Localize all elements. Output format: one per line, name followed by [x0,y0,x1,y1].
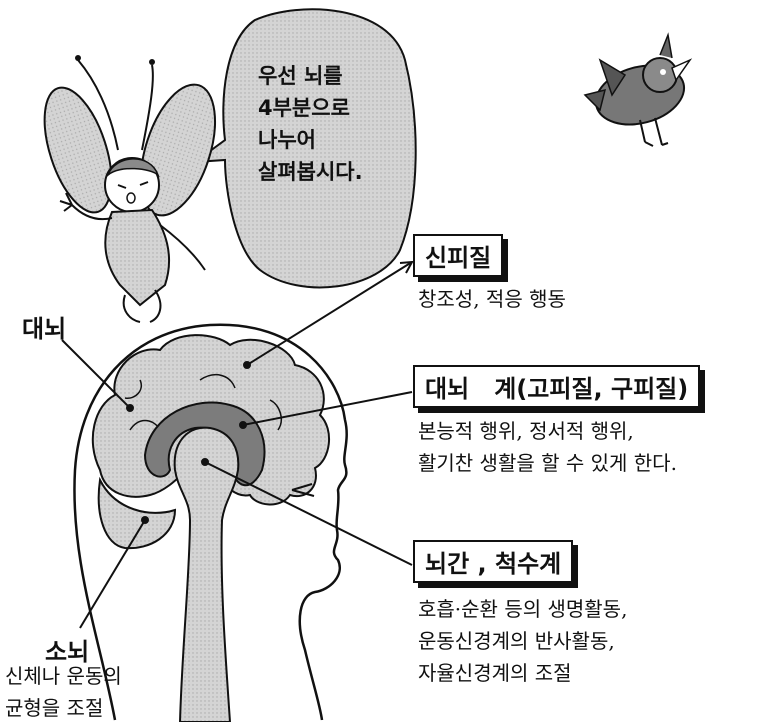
bird-character [583,32,693,147]
brainstem-shape [173,426,240,722]
limbic-title: 대뇌 계(고피질, 구피질) [425,375,689,403]
cerebellum-desc-line: 균형을 조절 [5,696,104,720]
speech-line: 살펴봅시다. [258,160,363,184]
brainstem-description: 호흡·순환 등의 생명활동, 운동신경계의 반사활동, 자율신경계의 조절 [418,593,627,689]
cortex-label-box: 신피질 [413,234,504,277]
pointer-lines [61,260,414,629]
limbic-desc-line: 본능적 행위, 정서적 행위, [418,419,634,443]
head-profile-outline [73,323,348,721]
cerebellum-shape [97,476,177,550]
speech-line: 4부분으로 [258,96,350,120]
brainstem-title: 뇌간 , 척수계 [425,550,562,578]
cortex-title: 신피질 [425,244,492,272]
cerebrum-title: 대뇌 [22,315,67,343]
brainstem-desc-line: 운동신경계의 반사활동, [418,629,615,653]
cerebellum-title: 소뇌 [45,638,90,666]
fairy-character [43,55,216,323]
speech-line: 나누어 [258,128,316,152]
speech-bubble-shape [191,8,417,289]
speech-line: 우선 뇌를 [258,64,343,88]
limbic-description: 본능적 행위, 정서적 행위, 활기찬 생활을 할 수 있게 한다. [418,415,677,479]
brainstem-desc-line: 호흡·순환 등의 생명활동, [418,597,628,621]
brainstem-desc-line: 자율신경계의 조절 [418,661,572,685]
limbic-label-box: 대뇌 계(고피질, 구피질) [413,365,701,408]
cerebellum-description: 신체나 운동의 균형을 조절 [5,660,122,724]
cortex-description: 창조성, 적응 행동 [418,283,566,315]
brainstem-label-box: 뇌간 , 척수계 [413,540,574,583]
speech-bubble-text: 우선 뇌를 4부분으로 나누어 살펴봅시다. [258,60,363,188]
limbic-desc-line: 활기찬 생활을 할 수 있게 한다. [418,451,677,475]
cerebellum-desc-line: 신체나 운동의 [5,664,122,688]
cortex-desc-line: 창조성, 적응 행동 [418,287,566,311]
